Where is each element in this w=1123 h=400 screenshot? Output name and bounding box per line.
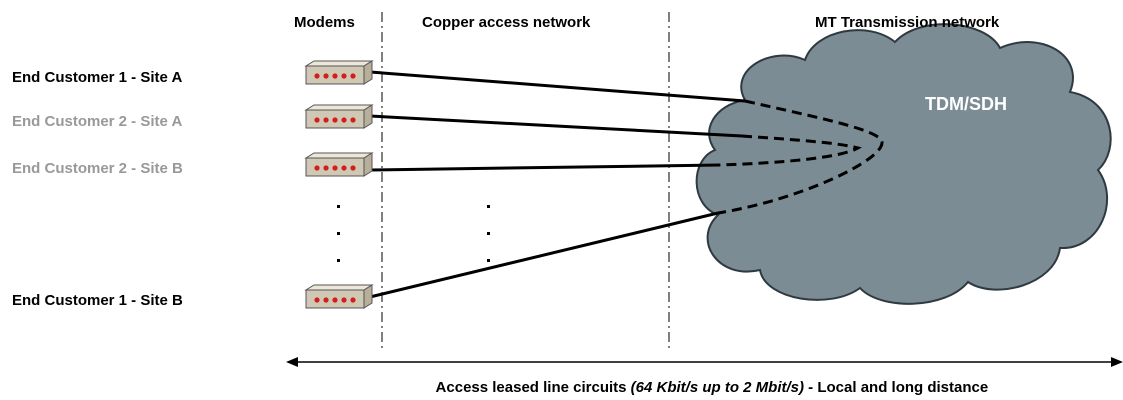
footer-emphasis: (64 Kbit/s up to 2 Mbit/s) — [631, 379, 804, 396]
ellipsis-dots — [337, 205, 490, 262]
modem-icon — [305, 284, 373, 309]
access-line-4 — [369, 211, 719, 299]
header-modems: Modems — [294, 14, 355, 31]
access-lines — [369, 70, 746, 299]
modem-icon — [305, 152, 373, 177]
customer-label-3: End Customer 2 - Site B — [12, 160, 183, 177]
customer-label-2: End Customer 2 - Site A — [12, 113, 182, 130]
access-line-2 — [369, 114, 743, 138]
transport-path-a — [717, 99, 884, 215]
footer-caption: Access leased line circuits (64 Kbit/s u… — [415, 379, 1000, 396]
customer-label-1: End Customer 1 - Site A — [12, 69, 182, 86]
transport-paths — [717, 99, 884, 215]
cloud-icon — [695, 23, 1112, 305]
footer-suffix: - Local and long distance — [804, 379, 988, 396]
footer-prefix: Access leased line circuits — [436, 379, 631, 396]
modem-icon — [305, 60, 373, 85]
modem-icon — [305, 104, 373, 129]
header-transmission: MT Transmission network — [815, 14, 1000, 31]
header-copper: Copper access network — [422, 14, 591, 31]
access-line-3 — [369, 163, 721, 172]
access-line-1 — [369, 70, 746, 103]
customer-label-4: End Customer 1 - Site B — [12, 292, 183, 309]
transport-path-b — [719, 134, 862, 167]
cloud-label: TDM/SDH — [925, 94, 1007, 114]
